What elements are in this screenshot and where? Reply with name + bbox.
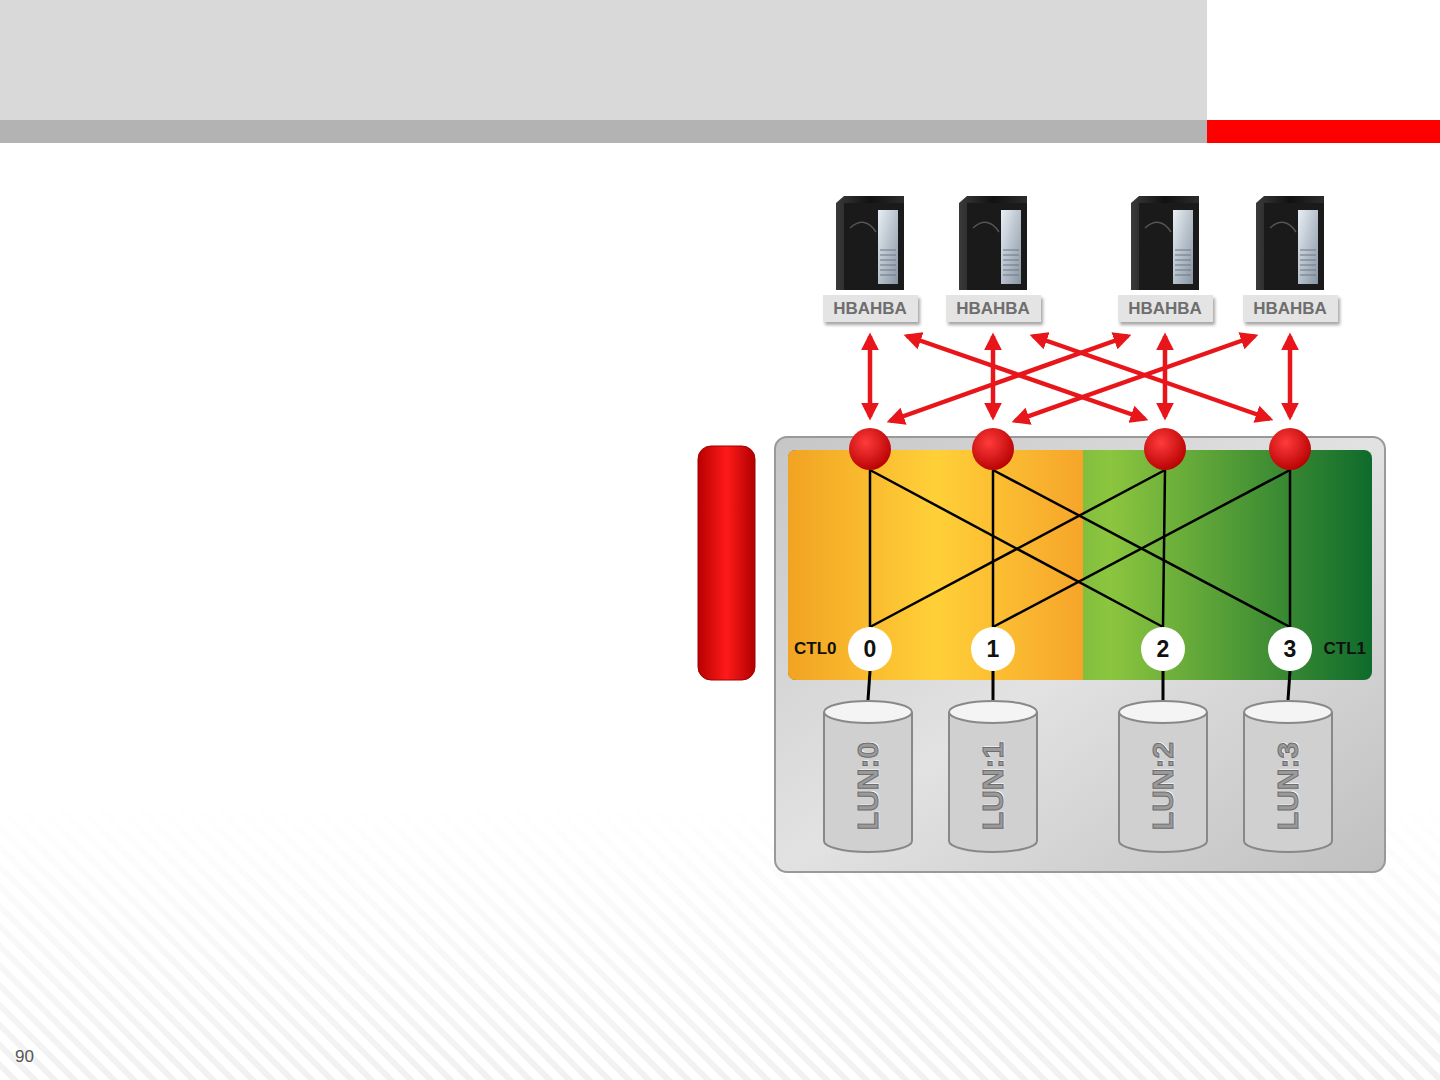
hba-label: HBAHBA bbox=[1253, 299, 1327, 319]
controller-panel: CTL1 2 3 bbox=[1083, 450, 1372, 680]
port-circle: 2 bbox=[1141, 627, 1185, 671]
port-lun-link bbox=[1162, 671, 1165, 700]
controller-label: CTL0 bbox=[794, 639, 837, 659]
server-icon bbox=[959, 196, 1027, 290]
port-number: 1 bbox=[987, 636, 1000, 663]
lun-cylinder: LUN:0 bbox=[822, 700, 914, 853]
port-lun-link bbox=[1288, 671, 1290, 700]
port-lun-link bbox=[992, 671, 995, 700]
lun-label: LUN:2 bbox=[1146, 742, 1180, 830]
lun-cylinder: LUN:2 bbox=[1117, 700, 1209, 853]
port-number: 3 bbox=[1284, 636, 1297, 663]
lun-label: LUN:1 bbox=[976, 742, 1010, 830]
port-number: 0 bbox=[864, 636, 877, 663]
controller-label: CTL1 bbox=[1324, 639, 1367, 659]
hba-label: HBAHBA bbox=[956, 299, 1030, 319]
server-icon bbox=[1131, 196, 1199, 290]
server-icon bbox=[1256, 196, 1324, 290]
hba-label-box: HBAHBA bbox=[823, 295, 918, 322]
hba-label-box: HBAHBA bbox=[946, 295, 1041, 322]
lun-label: LUN:3 bbox=[1271, 742, 1305, 830]
port-circle: 0 bbox=[848, 627, 892, 671]
port-circle: 3 bbox=[1268, 627, 1312, 671]
page-number: 90 bbox=[15, 1047, 34, 1067]
port-circle: 1 bbox=[971, 627, 1015, 671]
server-icon bbox=[836, 196, 904, 290]
port-number: 2 bbox=[1157, 636, 1170, 663]
lun-cylinder: LUN:1 bbox=[947, 700, 1039, 853]
hba-label-box: HBAHBA bbox=[1118, 295, 1213, 322]
controller-panel: CTL0 0 1 bbox=[788, 450, 1083, 680]
lun-label: LUN:0 bbox=[851, 742, 885, 830]
hba-label: HBAHBA bbox=[833, 299, 907, 319]
lun-cylinder: LUN:3 bbox=[1242, 700, 1334, 853]
hba-label-box: HBAHBA bbox=[1243, 295, 1338, 322]
hba-label: HBAHBA bbox=[1128, 299, 1202, 319]
port-lun-link bbox=[868, 671, 870, 700]
